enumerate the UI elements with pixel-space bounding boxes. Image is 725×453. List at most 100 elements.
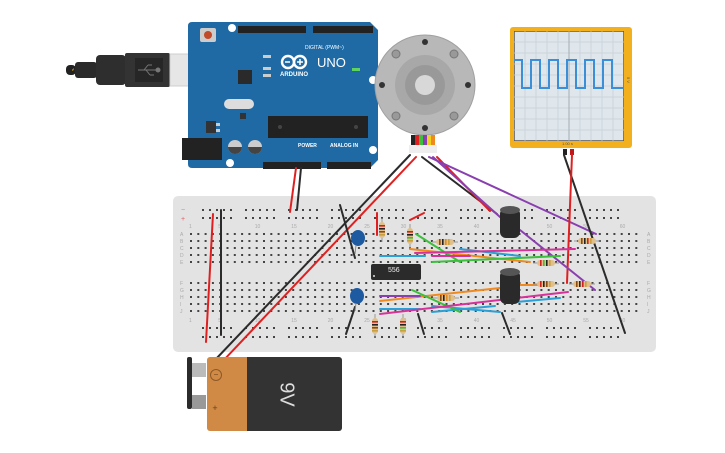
usb-icon xyxy=(138,64,161,76)
row-label: E xyxy=(180,260,184,266)
wire-green-2[interactable] xyxy=(431,255,561,263)
wire-5v[interactable] xyxy=(289,167,297,213)
wire-motor-purple-2[interactable] xyxy=(432,156,501,218)
wire-purple-diag[interactable] xyxy=(519,229,596,291)
electrolytic-capacitor-1[interactable] xyxy=(500,206,520,238)
oscilloscope[interactable]: 5 V 1.00 s xyxy=(510,27,632,148)
arduino-uno-board[interactable]: DIGITAL (PWM~) ARDUINO UNO POWER ANALOG … xyxy=(180,20,380,180)
resistor[interactable] xyxy=(533,281,559,287)
electrolytic-capacitor-2[interactable] xyxy=(500,268,520,304)
column-label: 20 xyxy=(328,318,334,324)
row-label: C xyxy=(180,246,184,252)
wire-cap2-gnd[interactable] xyxy=(345,306,356,335)
wire-gnd[interactable] xyxy=(296,167,302,211)
battery-plus-symbol: + xyxy=(212,403,218,413)
column-label: 35 xyxy=(437,318,443,324)
column-label: 40 xyxy=(474,318,480,324)
led-l xyxy=(263,55,271,58)
column-label: 40 xyxy=(474,224,480,230)
wire-red-short-2[interactable] xyxy=(409,212,425,221)
digital-header-left[interactable] xyxy=(238,26,306,33)
row-label: I xyxy=(647,302,648,308)
ic-pin1-marker xyxy=(373,275,375,277)
wire-blue-3[interactable] xyxy=(459,248,521,257)
column-label: 25 xyxy=(364,318,370,324)
arduino-logo-icon xyxy=(280,54,308,70)
power-header[interactable] xyxy=(263,162,321,169)
battery-terminal-plus[interactable] xyxy=(192,395,206,409)
dc-motor-encoder[interactable] xyxy=(372,30,482,160)
row-label: F xyxy=(180,281,183,287)
resistor[interactable] xyxy=(433,295,459,301)
column-label: 60 xyxy=(620,318,626,324)
column-label: 30 xyxy=(401,224,407,230)
resistor[interactable] xyxy=(379,218,385,242)
atmega-chip xyxy=(268,116,368,138)
column-label: 55 xyxy=(583,224,589,230)
column-label: 20 xyxy=(328,224,334,230)
column-label: 45 xyxy=(510,318,516,324)
row-label: J xyxy=(180,309,183,315)
resistor[interactable] xyxy=(432,239,458,245)
row-label: F xyxy=(647,281,650,287)
battery-9v[interactable]: − + 9V xyxy=(207,357,342,431)
battery-minus-symbol: − xyxy=(210,369,222,381)
oscilloscope-trace xyxy=(514,59,624,89)
resistor[interactable] xyxy=(407,224,413,248)
row-label: G xyxy=(180,288,184,294)
wire-cap1-gnd[interactable] xyxy=(339,204,356,259)
column-label: 1 xyxy=(189,318,192,324)
resistor[interactable] xyxy=(569,281,595,287)
wire-left-rail-red[interactable] xyxy=(205,213,214,343)
wire-pink-2[interactable] xyxy=(379,291,569,315)
wire-scope-signal[interactable] xyxy=(566,154,573,284)
resistor[interactable] xyxy=(533,260,559,266)
resistor[interactable] xyxy=(372,314,378,338)
wire-black-short[interactable] xyxy=(417,313,425,335)
resistor[interactable] xyxy=(574,238,600,244)
wire-orange-2[interactable] xyxy=(379,287,501,302)
row-label: B xyxy=(647,239,651,245)
wire-battery-red[interactable] xyxy=(221,156,417,363)
arduino-model: UNO xyxy=(317,55,346,70)
analog-header[interactable] xyxy=(327,162,371,169)
row-label: A xyxy=(180,232,184,238)
motor-wire-bundle xyxy=(409,135,437,153)
ceramic-capacitor-2[interactable] xyxy=(350,288,364,312)
wire-battery-black[interactable] xyxy=(214,154,411,361)
wire-black-short-2[interactable] xyxy=(501,312,511,335)
wire-green-3[interactable] xyxy=(411,289,461,313)
battery-terminal-minus[interactable] xyxy=(192,363,206,377)
column-label: 1 xyxy=(189,224,192,230)
digital-header-right[interactable] xyxy=(313,26,373,33)
row-label: D xyxy=(647,253,651,259)
oscilloscope-screen xyxy=(514,31,624,141)
column-label: 15 xyxy=(291,224,297,230)
dc-jack[interactable] xyxy=(182,138,222,160)
ic-556[interactable]: 556 xyxy=(371,264,421,280)
row-label: I xyxy=(180,302,181,308)
row-label: G xyxy=(647,288,651,294)
resistor[interactable] xyxy=(400,314,406,338)
motor-connector[interactable] xyxy=(409,145,437,153)
column-label: 25 xyxy=(364,224,370,230)
row-label: H xyxy=(647,295,651,301)
row-label: B xyxy=(180,239,184,245)
wire-scope-gnd[interactable] xyxy=(563,154,626,334)
analog-label: ANALOG IN xyxy=(330,143,358,149)
scope-probe-gnd[interactable] xyxy=(563,149,567,155)
led-rx xyxy=(263,74,271,77)
oscilloscope-volt-label: 5 V xyxy=(626,77,631,84)
scope-probe-signal[interactable] xyxy=(570,149,574,155)
battery-snap xyxy=(187,357,192,409)
wire-pink-1[interactable] xyxy=(414,248,576,254)
column-label: 55 xyxy=(583,318,589,324)
column-label: 60 xyxy=(620,224,626,230)
wire-motor-purple[interactable] xyxy=(428,156,597,235)
led-on xyxy=(352,68,360,71)
ceramic-capacitor-1[interactable] xyxy=(351,230,365,255)
row-label: C xyxy=(647,246,651,252)
wire-green-1[interactable] xyxy=(415,233,461,263)
crystal xyxy=(224,99,254,109)
led-tx xyxy=(263,67,271,70)
